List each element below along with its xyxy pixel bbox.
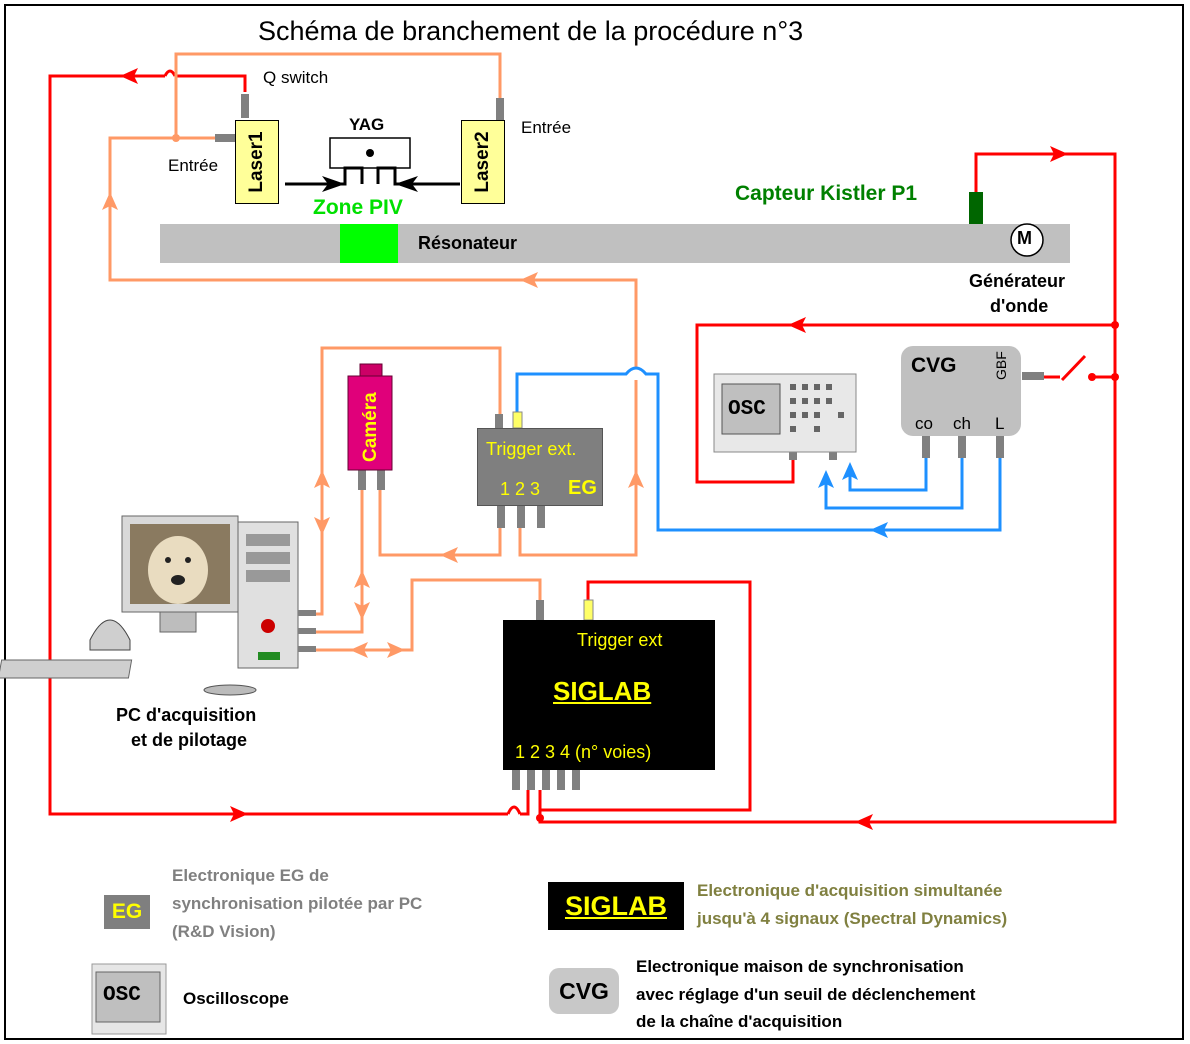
legend-cvg-badge: CVG [549,968,619,1014]
legend-osc-badge: OSC [103,984,141,1007]
motor-letter: M [1017,228,1032,248]
motor-circle [1010,223,1044,257]
laser1-label: Laser1 [246,131,267,193]
zone-piv-label: Zone PIV [313,196,403,219]
siglab-name-label: SIGLAB [553,676,652,706]
kistler-sensor [969,192,983,224]
piv-zone [340,224,398,263]
osc-label: OSC [728,398,766,421]
laser2: Laser2 [461,120,505,204]
oscilloscope-device [713,373,857,453]
legend-siglab-line1: Electronique d'acquisition simultanée [697,881,1003,900]
cvg-name-label: CVG [911,354,957,377]
resonator-bar [160,224,1070,263]
legend-cvg-line2: avec réglage d'un seuil de déclenchement [636,985,976,1004]
cvg-ch-label: ch [953,414,971,433]
siglab-box: Trigger ext SIGLAB 1 2 3 4 (n° voies) [503,620,715,770]
generator-label-line1: Générateur [969,271,1066,291]
legend-cvg-line3: de la chaîne d'acquisition [636,1012,843,1031]
cvg-co-label: co [915,414,933,433]
kistler-label: Capteur Kistler P1 [735,182,918,205]
entree-left-label: Entrée [168,156,219,175]
yag-box [285,137,460,192]
cvg-gbf-label: GBF [993,351,1009,380]
generator-label-line2: d'onde [990,296,1049,316]
pc-label-line1: PC d'acquisition [116,705,257,725]
laser2-label: Laser2 [472,131,493,193]
camera-label: Caméra [360,392,381,462]
legend-osc-device [91,963,167,1035]
eg-channels-label: 1 2 3 [500,479,541,499]
resonator-label: Résonateur [418,233,518,253]
orange-wires [108,52,638,652]
camera-body [347,363,393,471]
eg-trigger-label: Trigger ext. [486,439,577,459]
red-wires [48,69,1117,824]
eg-name-label: EG [568,477,597,499]
pc-label-line2: et de pilotage [131,730,248,750]
yag-label: YAG [349,115,385,134]
legend-eg-line3: (R&D Vision) [172,922,276,941]
eg-box: Trigger ext. 1 2 3 EG [477,428,603,506]
legend-siglab-line2: jusqu'à 4 signaux (Spectral Dynamics) [697,909,1008,928]
diagram-frame [4,4,1184,1040]
diagram-title: Schéma de branchement de la procédure n°… [258,16,804,46]
legend-cvg-line1: Electronique maison de synchronisation [636,957,964,976]
laser1: Laser1 [235,120,279,204]
siglab-channels-label: 1 2 3 4 (n° voies) [515,742,652,762]
cvg-l-label: L [995,414,1005,433]
legend-osc-text: Oscilloscope [183,989,289,1008]
blue-wires [515,366,1002,532]
pc-illustration [0,515,316,696]
cvg-box: CVG GBF co ch L [901,346,1021,436]
legend-siglab-badge: SIGLAB [548,882,684,930]
entree-right-label: Entrée [521,118,572,137]
legend-eg-badge: EG [104,895,150,929]
legend-eg-line1: Electronique EG de [172,866,329,885]
legend-eg-line2: synchronisation pilotée par PC [172,894,423,913]
q-switch-label: Q switch [263,68,329,87]
siglab-trigger-label: Trigger ext [577,630,663,650]
